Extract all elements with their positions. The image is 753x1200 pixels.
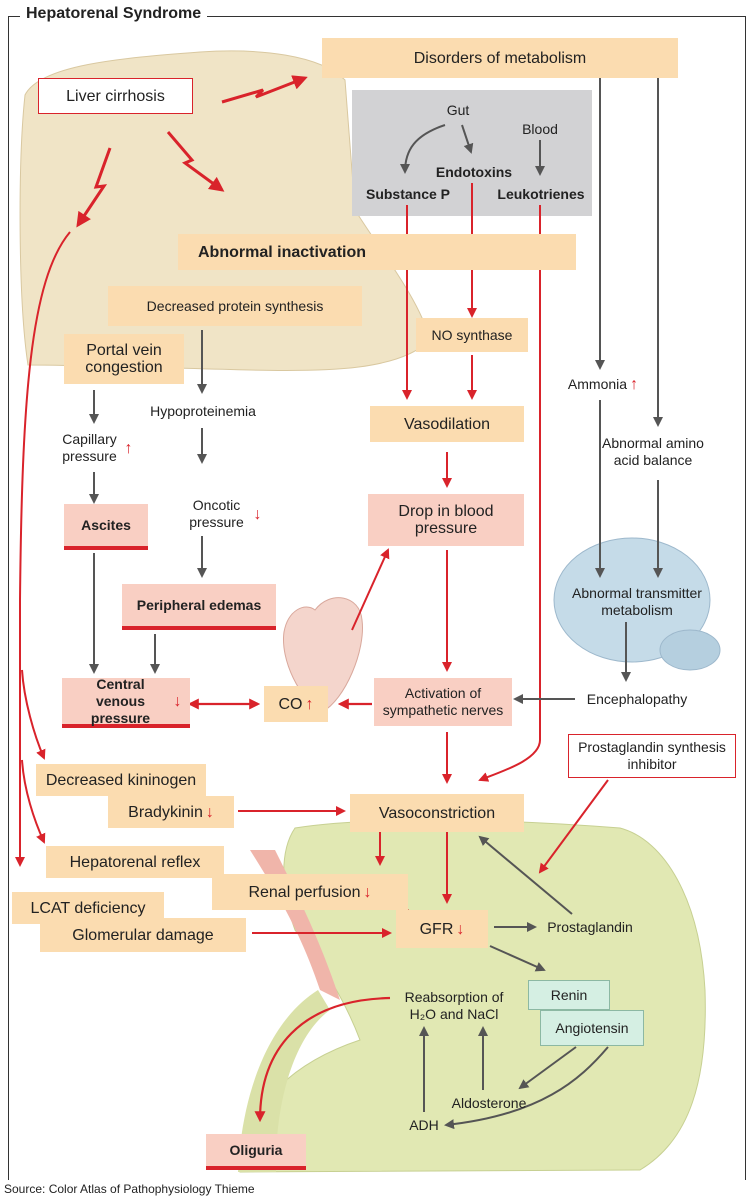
- node-blood: Blood: [522, 120, 558, 137]
- node-renal-perfusion-label: Renal perfusion: [248, 883, 361, 901]
- node-oncotic-pressure-label: Oncotic pressure: [189, 497, 244, 530]
- node-prostaglandin-synthesis-inhibitor: Prostaglandin synthesis inhibitor: [568, 734, 736, 778]
- node-endotoxins: Endotoxins: [435, 163, 513, 180]
- node-hypoproteinemia: Hypoproteinemia: [150, 402, 256, 419]
- arrow-up-icon: ↑: [305, 695, 314, 713]
- node-disorders-of-metabolism: Disorders of metabolism: [322, 38, 678, 78]
- node-activation-of-sympathetic-nerves: Activation of sympathetic nerves: [374, 678, 512, 726]
- node-ammonia-label: Ammonia: [567, 375, 628, 392]
- source-credit: Source: Color Atlas of Pathophysiology T…: [4, 1182, 255, 1196]
- node-decreased-protein-synthesis: Decreased protein synthesis: [108, 286, 362, 326]
- node-oncotic-pressure: Oncotic pressure ↓: [166, 494, 278, 534]
- node-co: CO↑: [264, 686, 328, 722]
- vessel-illustration: [250, 850, 340, 1000]
- node-liver-cirrhosis: Liver cirrhosis: [38, 78, 193, 114]
- node-peripheral-edemas: Peripheral edemas: [122, 584, 276, 630]
- node-capillary-pressure-label: Capillary pressure: [62, 431, 117, 464]
- node-portal-vein-congestion: Portal vein congestion: [64, 334, 184, 384]
- node-ammonia: Ammonia↑: [560, 372, 646, 396]
- node-central-venous-pressure: Central venous pressure ↓: [62, 675, 190, 728]
- node-prostaglandin: Prostaglandin: [547, 918, 633, 935]
- node-central-venous-pressure-label: Central venous pressure: [90, 675, 151, 726]
- arrow-down-icon: ↓: [253, 505, 262, 523]
- node-substance-p: Substance P: [365, 185, 451, 202]
- node-bradykinin: Bradykinin↓: [108, 796, 234, 828]
- node-vasoconstriction: Vasoconstriction: [350, 794, 524, 832]
- node-capillary-pressure: Capillary pressure ↑: [52, 428, 138, 468]
- node-no-synthase: NO synthase: [416, 318, 528, 352]
- node-hepatorenal-reflex: Hepatorenal reflex: [46, 846, 224, 878]
- node-drop-in-blood-pressure: Drop in blood pressure: [368, 494, 524, 546]
- node-glomerular-damage: Glomerular damage: [40, 918, 246, 952]
- node-ascites: Ascites: [64, 504, 148, 550]
- node-abnormal-inactivation: Abnormal inactivation: [178, 234, 576, 270]
- node-oliguria: Oliguria: [206, 1134, 306, 1170]
- node-gfr: GFR↓: [396, 910, 488, 948]
- node-renin: Renin: [528, 980, 610, 1010]
- node-angiotensin: Angiotensin: [540, 1010, 644, 1046]
- arrow-down-icon: ↓: [456, 920, 465, 938]
- node-leukotrienes: Leukotrienes: [497, 185, 585, 202]
- node-abnormal-inactivation-label: Abnormal inactivation: [198, 243, 367, 261]
- node-encephalopathy: Encephalopathy: [586, 690, 688, 707]
- node-co-label: CO: [278, 695, 303, 713]
- brain-illustration: [553, 537, 711, 663]
- arrow-down-icon: ↓: [363, 883, 372, 901]
- node-abnormal-transmitter-metabolism: Abnormal transmitter metabolism: [572, 585, 702, 618]
- node-aldosterone: Aldosterone: [451, 1094, 527, 1111]
- arrow-down-icon: ↓: [173, 692, 182, 710]
- node-gut: Gut: [446, 101, 470, 118]
- node-bradykinin-label: Bradykinin: [128, 803, 203, 821]
- node-adh: ADH: [409, 1116, 439, 1133]
- node-decreased-kininogen: Decreased kininogen: [36, 764, 206, 796]
- node-reabsorption: Reabsorption of H₂O and NaCl: [404, 989, 504, 1022]
- node-abnormal-amino-acid-balance: Abnormal amino acid balance: [602, 435, 704, 468]
- node-renal-perfusion: Renal perfusion↓: [212, 874, 408, 910]
- arrow-up-icon: ↑: [124, 439, 133, 457]
- ureter-illustration: [238, 990, 330, 1172]
- node-gfr-label: GFR: [419, 920, 454, 938]
- node-vasodilation: Vasodilation: [370, 406, 524, 442]
- figure-frame: [8, 16, 746, 1180]
- arrow-up-icon: ↑: [630, 375, 639, 393]
- figure-title: Hepatorenal Syndrome: [20, 5, 208, 23]
- arrow-down-icon: ↓: [205, 803, 214, 821]
